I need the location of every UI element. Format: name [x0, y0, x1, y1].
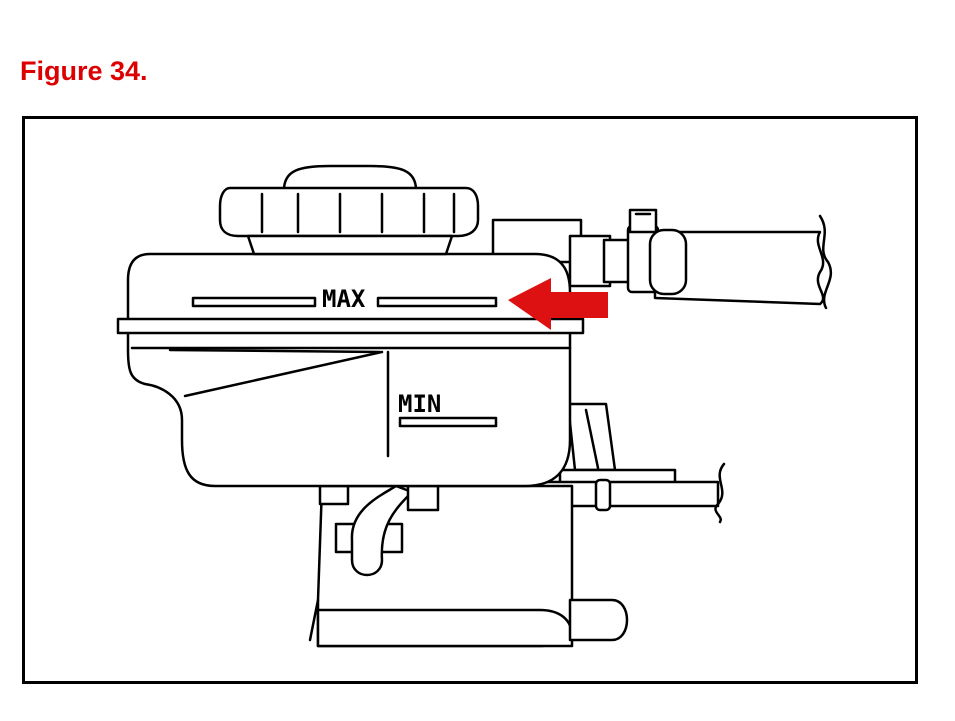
reservoir-tank: MAX MIN	[116, 252, 585, 488]
red-left-arrow-icon	[508, 278, 608, 330]
diagram-frame: MAX MIN	[22, 116, 918, 684]
max-label: MAX	[322, 285, 366, 313]
min-label: MIN	[398, 390, 441, 418]
master-cylinder-body	[308, 484, 629, 648]
reservoir-diagram: MAX MIN	[116, 164, 833, 648]
upper-hose	[653, 214, 833, 310]
hose-clamp	[491, 208, 688, 296]
figure-title: Figure 34.	[20, 56, 148, 86]
reservoir-cap	[218, 164, 480, 256]
